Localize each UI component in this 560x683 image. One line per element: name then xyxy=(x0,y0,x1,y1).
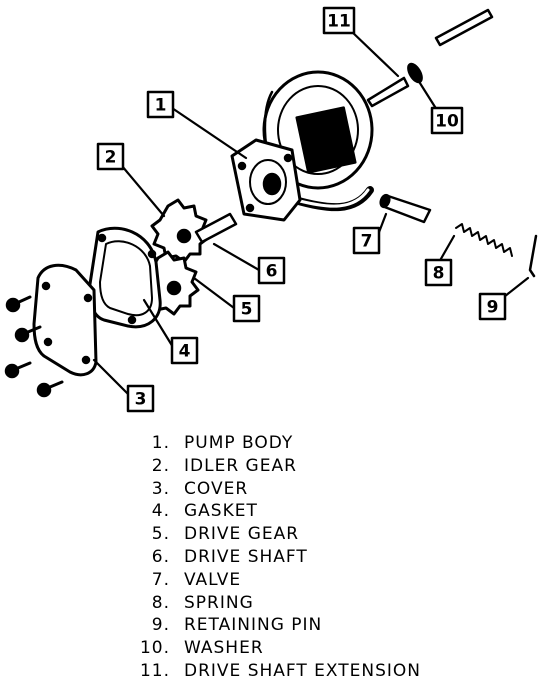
legend-number: 8. xyxy=(151,592,170,613)
legend-label: COVER xyxy=(184,478,249,499)
legend-item: 5. DRIVE GEAR xyxy=(130,523,550,546)
callout-2: 2 xyxy=(105,148,117,168)
callout-1: 1 xyxy=(155,96,167,116)
legend-item: 10. WASHER xyxy=(130,637,550,660)
legend-number: 5. xyxy=(151,524,170,545)
parts-legend: 1. PUMP BODY 2. IDLER GEAR 3. COVER 4. GASKE… xyxy=(130,432,550,683)
legend-label: IDLER GEAR xyxy=(184,455,297,476)
legend-item: 6. DRIVE SHAFT xyxy=(130,546,550,569)
legend-item: 11. DRIVE SHAFT EXTENSION xyxy=(130,660,550,683)
legend-label: DRIVE GEAR xyxy=(184,524,300,545)
legend-label: WASHER xyxy=(184,638,264,659)
legend-item: 2. IDLER GEAR xyxy=(130,455,550,478)
legend-label: VALVE xyxy=(184,569,242,590)
callout-5: 5 xyxy=(241,300,253,320)
legend-item: 7. VALVE xyxy=(130,569,550,592)
callout-9: 9 xyxy=(487,298,499,318)
legend-number: 4. xyxy=(151,501,170,522)
legend-number: 11. xyxy=(139,660,170,681)
legend-label: DRIVE SHAFT EXTENSION xyxy=(184,660,421,681)
exploded-pump-diagram: 1 2 3 4 5 6 7 8 9 10 11 xyxy=(4,6,538,413)
pump-body-part xyxy=(230,70,374,222)
cover-bolts xyxy=(4,295,64,398)
legend-label: PUMP BODY xyxy=(184,433,294,453)
legend-item: 3. COVER xyxy=(130,478,550,501)
legend-number: 6. xyxy=(151,546,170,567)
legend-number: 7. xyxy=(151,569,170,590)
spring-part xyxy=(455,223,513,257)
legend-number: 1. xyxy=(151,433,170,453)
gasket-part xyxy=(88,226,162,329)
callout-11: 11 xyxy=(327,12,351,32)
leader-lines xyxy=(92,28,530,400)
legend-label: RETAINING PIN xyxy=(184,615,323,636)
legend-item: 4. GASKET xyxy=(130,500,550,523)
idler-gear-part xyxy=(150,198,210,264)
legend-number: 10. xyxy=(139,638,170,659)
legend-item: 9. RETAINING PIN xyxy=(130,614,550,637)
retaining-pin-part xyxy=(528,234,538,278)
legend-item: 1. PUMP BODY xyxy=(130,432,550,455)
callout-4: 4 xyxy=(179,342,191,362)
cover-part xyxy=(32,263,98,377)
drive-shaft-part xyxy=(194,212,238,244)
legend-label: DRIVE SHAFT xyxy=(184,546,308,567)
callout-8: 8 xyxy=(433,264,445,284)
legend-label: SPRING xyxy=(184,592,254,613)
valve-part xyxy=(379,193,432,224)
legend-item: 8. SPRING xyxy=(130,592,550,615)
drive-shaft-extension-part xyxy=(366,8,494,108)
legend-number: 9. xyxy=(151,615,170,636)
callout-boxes xyxy=(96,6,507,413)
callout-10: 10 xyxy=(435,112,459,132)
callout-6: 6 xyxy=(266,262,278,282)
callout-3: 3 xyxy=(135,390,147,410)
callout-7: 7 xyxy=(361,232,373,252)
legend-label: GASKET xyxy=(184,501,258,522)
legend-number: 3. xyxy=(151,478,170,499)
legend-number: 2. xyxy=(151,455,170,476)
